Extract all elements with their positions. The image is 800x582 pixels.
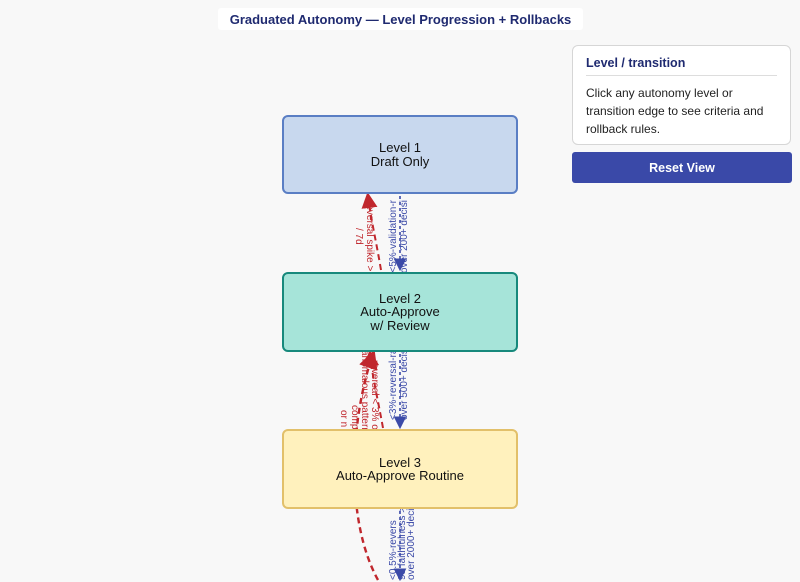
svg-text:over 2000+ deci: over 2000+ deci xyxy=(406,509,417,580)
edge-label-l3-l2-b: anomalous pattern xyxy=(359,350,370,433)
edge-label-l3-l2-d: or n xyxy=(338,410,349,427)
svg-text:anomalous pattern: anomalous pattern xyxy=(359,350,370,433)
info-panel-body: Click any autonomy level or transition e… xyxy=(586,86,764,136)
svg-text:over 200+ decisi: over 200+ decisi xyxy=(399,200,410,273)
svg-text:reversal spike > 5%: reversal spike > 5% xyxy=(364,201,375,289)
svg-text:or n: or n xyxy=(338,410,349,427)
edge-label-l2-l1-a: reversal spike > 5% xyxy=(364,201,375,289)
edge-label-l2-l3-a: <3%-reversal-ra xyxy=(388,348,399,420)
edge-label-l3-l2-a: reversal < 3% or xyxy=(369,360,380,434)
svg-text:<3%-reversal-ra: <3%-reversal-ra xyxy=(388,348,399,420)
edge-label-l3-l2-c: comp xyxy=(349,405,360,430)
level-1-title: Level 1 xyxy=(379,140,421,155)
edge-label-l3-l4-c: over 2000+ deci xyxy=(406,509,417,580)
edge-label-l1-l2-a: <5%-validation-r xyxy=(388,199,399,272)
svg-text:95 faithfulness >: 95 faithfulness > xyxy=(397,507,408,580)
svg-text:<0.5%-revers: <0.5%-revers xyxy=(388,520,399,580)
level-2-subtitle: Auto-Approve xyxy=(360,304,440,320)
svg-text:comp: comp xyxy=(349,405,360,430)
info-panel: Level / transition Click any autonomy le… xyxy=(572,45,791,145)
info-panel-title: Level / transition xyxy=(586,56,777,76)
level-2-subtitle-2: w/ Review xyxy=(370,317,430,333)
diagram-title: Graduated Autonomy — Level Progression +… xyxy=(218,8,583,30)
level-3-node[interactable]: Level 3 Auto-Approve Routine xyxy=(282,429,518,509)
level-1-subtitle: Draft Only xyxy=(370,153,430,169)
edge-rollback-l3-l2[interactable] xyxy=(363,350,384,429)
svg-text:reversal < 3% or: reversal < 3% or xyxy=(369,360,380,434)
level-1-node[interactable]: Level 1 Draft Only xyxy=(282,115,518,194)
svg-text:<5%-validation-r: <5%-validation-r xyxy=(388,199,399,272)
edge-label-l2-l1-b: / 7d xyxy=(353,228,364,245)
edge-label-l1-l2-b: over 200+ decisi xyxy=(399,200,410,273)
reset-view-button[interactable]: Reset View xyxy=(572,152,792,183)
edge-label-l3-l4-b: 95 faithfulness > xyxy=(397,507,408,580)
level-3-title: Level 3 xyxy=(379,454,421,470)
svg-text:over 500+ decisi: over 500+ decisi xyxy=(399,347,410,420)
level-3-subtitle: Auto-Approve Routine xyxy=(336,468,464,483)
level-2-title: Level 2 xyxy=(379,290,421,306)
svg-text:/ 7d: / 7d xyxy=(353,228,364,245)
level-2-node[interactable]: Level 2 Auto-Approve w/ Review xyxy=(282,272,518,352)
edge-label-l2-l3-b: over 500+ decisi xyxy=(399,347,410,420)
edge-label-l3-l4-a: <0.5%-revers xyxy=(388,520,399,580)
